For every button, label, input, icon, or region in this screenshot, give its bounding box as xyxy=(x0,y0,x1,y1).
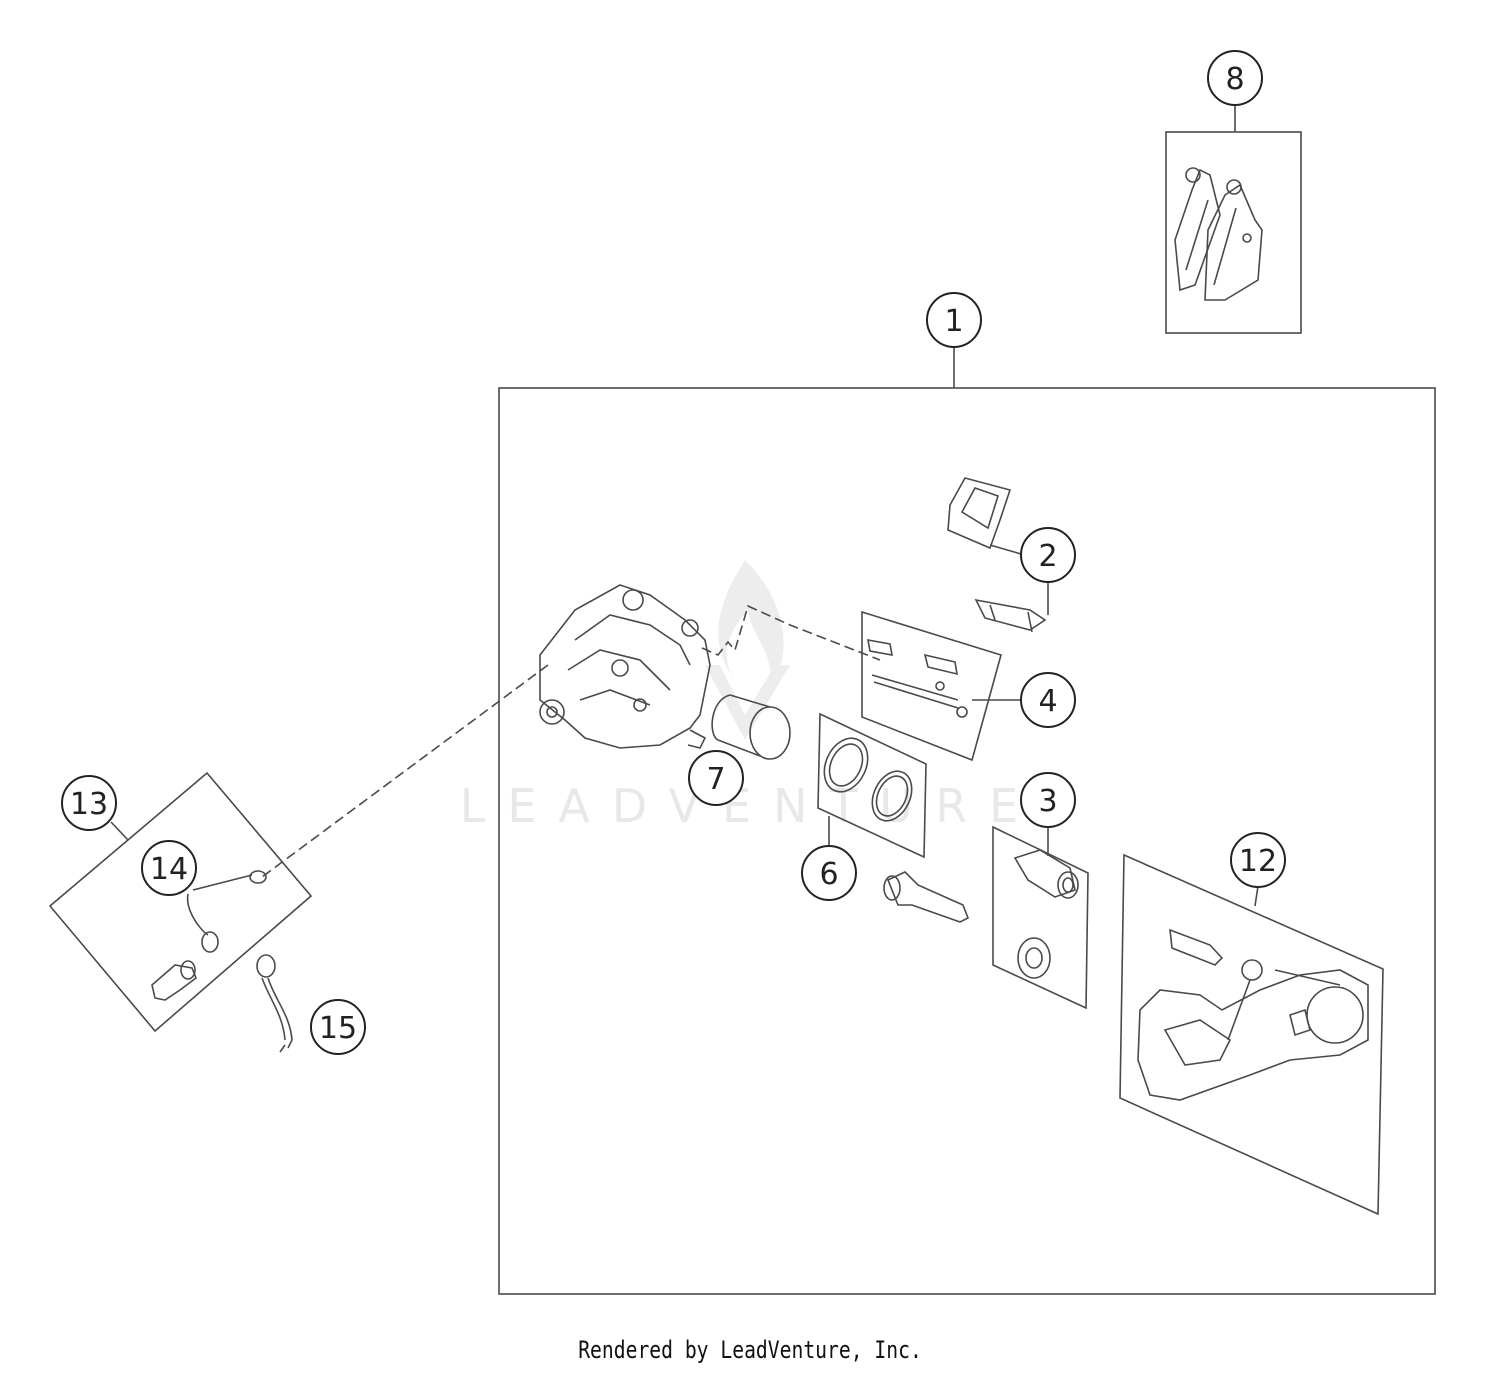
svg-text:1: 1 xyxy=(944,304,963,339)
leader-14a xyxy=(192,874,253,891)
svg-text:3: 3 xyxy=(1038,784,1057,819)
callout-14: 14 xyxy=(141,840,197,896)
bushing-kit-box-3 xyxy=(992,825,1089,1010)
pin-kit-box-4 xyxy=(861,610,1002,762)
brake-pads-box-8 xyxy=(1165,131,1302,334)
callout-6: 6 xyxy=(801,845,857,901)
callout-12: 12 xyxy=(1230,832,1286,888)
pad-spring-icon xyxy=(947,477,1047,633)
svg-text:8: 8 xyxy=(1225,62,1244,97)
watermark-v-icon xyxy=(705,665,790,740)
callout-2: 2 xyxy=(1020,527,1076,583)
guide-bolt-icon xyxy=(883,871,970,923)
svg-text:7: 7 xyxy=(706,762,725,797)
leader-12 xyxy=(1254,885,1259,907)
rendered-by-credit: Rendered by LeadVenture, Inc. xyxy=(578,1336,922,1364)
leadventure-watermark: LEADVENTURE xyxy=(460,560,1041,833)
brake-pad-icon xyxy=(1174,167,1263,301)
svg-text:2: 2 xyxy=(1038,539,1057,574)
watermark-text: LEADVENTURE xyxy=(460,779,1041,833)
seal-rings-icon xyxy=(823,737,913,822)
callout-3: 3 xyxy=(1020,772,1076,828)
caliper-body-icon xyxy=(539,584,711,749)
callout-8: 8 xyxy=(1207,50,1263,106)
svg-text:14: 14 xyxy=(150,852,188,887)
pin-kit-icon xyxy=(867,639,968,718)
bleeder-kit-box-13 xyxy=(48,771,313,1033)
svg-text:4: 4 xyxy=(1038,684,1057,719)
svg-text:6: 6 xyxy=(819,857,838,892)
callout-4: 4 xyxy=(1020,672,1076,728)
callout-1: 1 xyxy=(926,292,982,348)
piston-icon xyxy=(711,694,791,760)
bushings-icon xyxy=(1013,849,1079,979)
caliper-bracket-icon xyxy=(1137,928,1369,1101)
seal-kit-box-6 xyxy=(817,712,927,859)
caliper-bracket-box-12 xyxy=(1119,853,1384,1216)
leader-14b xyxy=(186,893,209,936)
bleed-hose-icon xyxy=(256,954,293,1053)
leader-13 xyxy=(110,821,129,841)
callout-15: 15 xyxy=(310,999,366,1055)
dashed-link-bleeder xyxy=(261,664,549,878)
dashed-link-caliper-pins xyxy=(701,604,881,661)
bleeder-parts-icon xyxy=(151,870,267,1001)
svg-text:13: 13 xyxy=(70,787,108,822)
callout-7: 7 xyxy=(688,750,744,806)
assembly-box-1 xyxy=(498,387,1436,1295)
watermark-flame-icon xyxy=(718,560,784,690)
callout-13: 13 xyxy=(61,775,117,831)
svg-text:15: 15 xyxy=(319,1011,357,1046)
svg-text:12: 12 xyxy=(1239,844,1277,879)
leader-2 xyxy=(989,544,1022,555)
